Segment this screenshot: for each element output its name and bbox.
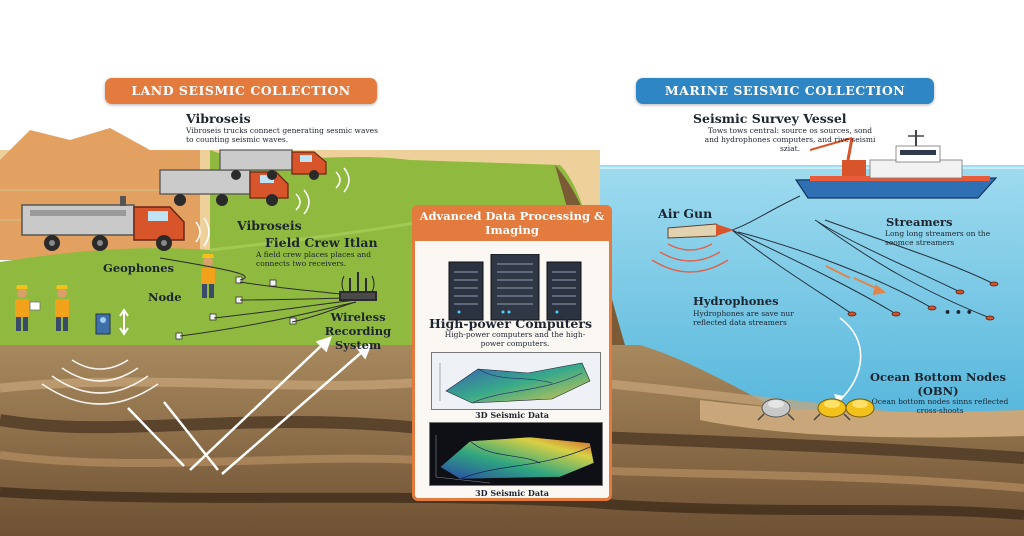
air-gun-waves <box>651 243 729 273</box>
node-label: Node <box>148 290 182 304</box>
streamers-title: Streamers <box>886 215 953 229</box>
vessel-icon <box>794 130 998 199</box>
seismic-wave-icon <box>41 359 159 405</box>
geophones-label: Geophones <box>103 261 175 275</box>
seismic-data-label-1: 3D Seismic Data <box>475 410 549 420</box>
ocean-bottom-node-icon <box>757 398 795 421</box>
field-crew-desc: A field crew places places and connects … <box>256 250 372 268</box>
server-icon <box>448 254 582 321</box>
worker-icon <box>201 254 215 298</box>
air-gun-icon <box>667 223 734 239</box>
marine-banner: MARINE SEISMIC COLLECTION <box>636 78 934 104</box>
vibroseis-desc: Vibroseis trucks connect generating sesm… <box>186 126 378 144</box>
vessel-title: Seismic Survey Vessel <box>693 111 847 126</box>
streamers-desc: Long long streamers on the seomce stream… <box>885 229 991 247</box>
truck-icon <box>219 149 327 180</box>
processing-panel: Advanced Data Processing & Imaging High-… <box>412 205 612 501</box>
seismic-data-image-1 <box>431 352 601 410</box>
seismic-data-image-2 <box>429 422 603 486</box>
seismic-data-label-2: 3D Seismic Data <box>475 488 549 498</box>
ocean-bottom-node-icon <box>845 398 875 418</box>
antenna-icon <box>339 272 377 301</box>
streamers <box>731 195 995 319</box>
processing-header: Advanced Data Processing & Imaging <box>412 205 612 241</box>
computers-title: High-power Computers <box>429 316 592 331</box>
hydrophones-desc: Hydrophones are save nur reflected data … <box>693 309 794 327</box>
node-icon <box>95 308 129 336</box>
geophone-icon <box>175 276 297 340</box>
vibration-waves <box>195 167 350 247</box>
field-crew-title: Field Crew Itlan <box>265 235 378 250</box>
obn-title: Ocean Bottom Nodes (OBN) <box>869 370 1007 398</box>
vibroseis-title: Vibroseis <box>186 111 251 126</box>
wireless-label: Wireless Recording System <box>324 310 392 352</box>
hydrophones-title: Hydrophones <box>693 294 779 308</box>
dots: • • • <box>944 306 973 319</box>
land-banner: LAND SEISMIC COLLECTION <box>105 78 377 104</box>
worker-icon <box>15 285 41 331</box>
air-gun-label: Air Gun <box>658 206 713 221</box>
ray-arrow-icon <box>127 336 373 475</box>
marine-arrows <box>825 265 887 296</box>
hydrophone-floats <box>847 281 999 321</box>
vessel-desc: Tows tows central: source os sources, so… <box>704 126 876 153</box>
obn-desc: Ocean bottom nodes sinns reflected cross… <box>871 397 1009 415</box>
truck-icon <box>21 196 185 251</box>
computers-desc: High-power computers and the high-power … <box>444 330 586 348</box>
vibroseis-label: Vibroseis <box>237 218 302 233</box>
truck-icon <box>159 169 289 206</box>
worker-icon <box>55 285 69 331</box>
